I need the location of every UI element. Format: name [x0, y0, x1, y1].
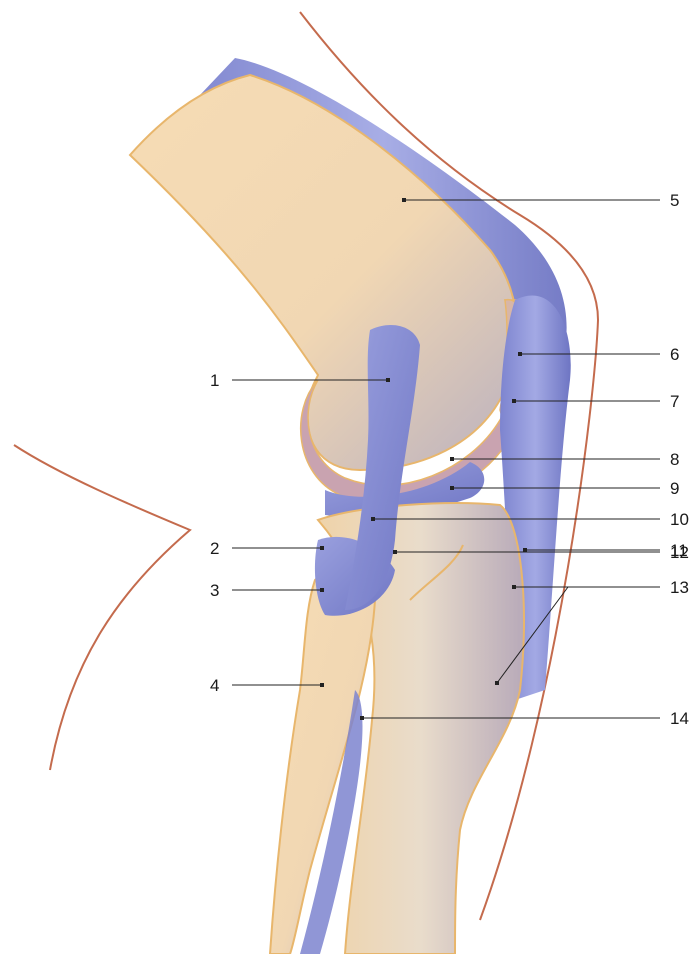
label-2: 2 — [210, 539, 219, 558]
leader-line-2 — [232, 546, 324, 550]
femur — [130, 75, 517, 470]
label-4: 4 — [210, 676, 219, 695]
skin-outline-back — [14, 445, 190, 770]
label-8: 8 — [670, 450, 679, 469]
label-9: 9 — [670, 479, 679, 498]
label-14: 14 — [670, 709, 689, 728]
label-3: 3 — [210, 581, 219, 600]
label-10: 10 — [670, 510, 689, 529]
leader-line-3 — [232, 588, 324, 592]
label-6: 6 — [670, 345, 679, 364]
label-7: 7 — [670, 392, 679, 411]
label-12: 12 — [670, 543, 689, 562]
label-1: 1 — [210, 371, 219, 390]
label-5: 5 — [670, 191, 679, 210]
label-13: 13 — [670, 578, 689, 597]
